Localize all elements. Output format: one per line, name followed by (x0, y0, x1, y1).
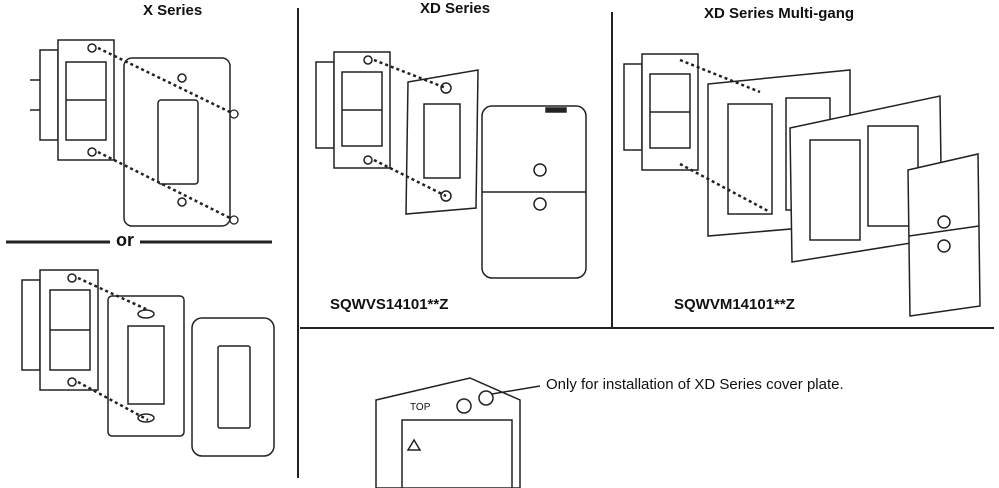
xd-series-screw-lines (373, 58, 447, 198)
detail-top-label: TOP (410, 402, 431, 413)
x-series-screw-lines (97, 46, 235, 222)
xd-series-model: SQWVS14101**Z (330, 296, 449, 313)
multigang-cover-insert (907, 153, 981, 317)
multigang-switch (623, 53, 699, 171)
x-series-title: X Series (143, 2, 203, 19)
x-series-screws (229, 109, 239, 225)
xd-series-adapter-frame (405, 69, 479, 215)
detail-note: Only for installation of XD Series cover… (546, 376, 844, 393)
detail-part (375, 377, 521, 488)
x-series-screw-lines-bottom (77, 276, 149, 422)
xd-series-switch (315, 51, 391, 169)
x-series-plate-top (123, 57, 231, 227)
x-series-coverplate-bottom (191, 317, 275, 457)
detail-leader-line (491, 385, 541, 395)
x-series-wallplate-bottom (107, 295, 185, 437)
xd-series-coverplate (481, 105, 587, 279)
x-series-switch-bottom (21, 269, 99, 391)
multigang-wallplate (789, 95, 943, 263)
xd-series-title: XD Series (420, 0, 491, 17)
or-separator: or (110, 230, 140, 251)
x-series-switch-top (30, 39, 115, 161)
xd-multigang-model: SQWVM14101**Z (674, 296, 795, 313)
multigang-screw-lines (679, 58, 771, 214)
xd-multigang-title: XD Series Multi-gang (704, 5, 855, 22)
